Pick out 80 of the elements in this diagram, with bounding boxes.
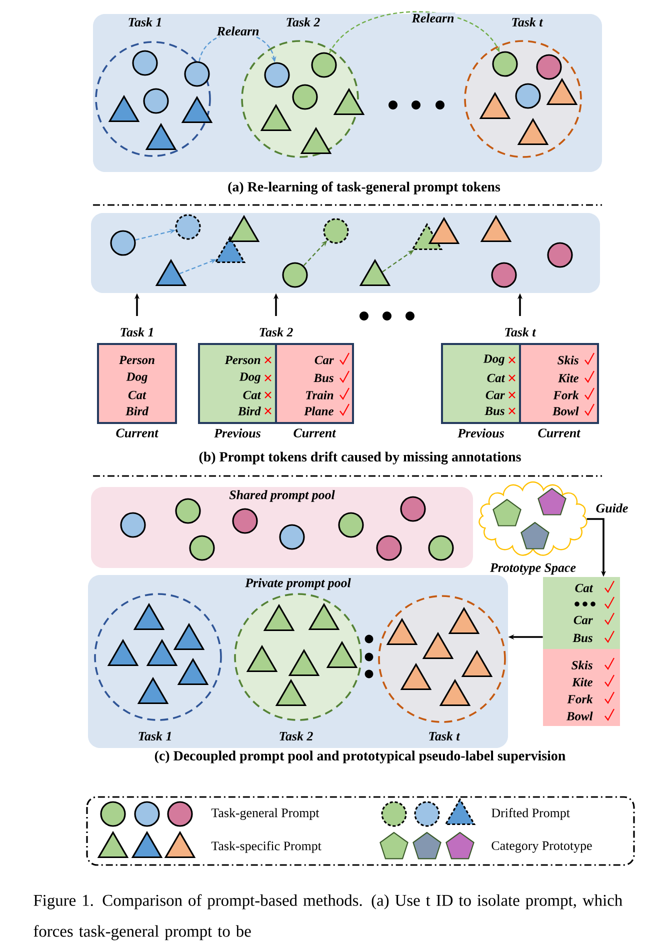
prompt-circle xyxy=(515,83,541,109)
category-label: Fork xyxy=(553,390,579,400)
category-label: Cat xyxy=(128,390,146,400)
prototype-pentagon xyxy=(492,498,522,526)
category-label: Person xyxy=(224,356,260,364)
category-label: Car xyxy=(314,356,334,364)
prompt-circle xyxy=(400,496,426,522)
prompt-circle xyxy=(292,84,318,110)
prototype-pentagon xyxy=(520,522,550,550)
task-label: Task t xyxy=(429,731,460,741)
panel-caption: (b) Prompt tokens drift caused by missing annotations xyxy=(199,452,521,464)
column-label: Previous xyxy=(458,428,504,438)
dashed-arrow xyxy=(328,11,500,54)
edge-label: Relearn xyxy=(410,12,456,24)
task-label: Task 2 xyxy=(286,17,320,27)
prompt-circle xyxy=(492,51,518,77)
category-label: Cat xyxy=(243,390,262,400)
category-label: Cat xyxy=(487,374,506,382)
legend-text: Drifted Prompt xyxy=(492,808,570,820)
category-label: Skis xyxy=(558,356,578,364)
task-label: Task 1 xyxy=(120,327,153,337)
pool-heading: Private prompt pool xyxy=(245,578,351,590)
prototype-pentagon xyxy=(538,488,566,516)
task-label: Task 1 xyxy=(138,731,171,741)
category-label: Kite xyxy=(572,678,593,686)
category-label: Dog xyxy=(483,354,504,366)
prompt-circle xyxy=(311,52,337,78)
prompt-circle xyxy=(189,535,215,561)
prompt-circle xyxy=(120,512,146,538)
task-label: Task 1 xyxy=(128,17,161,27)
category-label: Bus xyxy=(314,374,334,382)
category-label: Kite xyxy=(558,374,579,382)
panel-caption: (c) Decoupled prompt pool and prototypical pseudo-label supervision xyxy=(154,750,566,764)
legend-text: Category Prototype xyxy=(492,841,592,853)
prompt-circle xyxy=(376,535,402,561)
category-label: Dog xyxy=(239,372,260,384)
edge-label: Guide xyxy=(594,502,630,514)
category-label: Car xyxy=(486,390,505,400)
prompt-circle xyxy=(143,88,169,114)
category-label: Bird xyxy=(238,406,261,416)
category-label: Person xyxy=(119,356,154,364)
figure-caption: Figure 1. Comparison of prompt-based methods. (a) Use t ID to isolate prompt, which forces task-general prompt to be xyxy=(34,894,622,940)
drifted-circle xyxy=(323,218,349,244)
panel-caption: (a) Re-learning of task-general prompt tokens xyxy=(228,182,500,194)
prompt-circle xyxy=(338,512,364,538)
category-label: Bus xyxy=(484,406,504,416)
prompt-circle xyxy=(175,498,201,524)
prompt-circle xyxy=(184,61,210,87)
category-label: Skis xyxy=(572,660,592,670)
category-label: Car xyxy=(574,616,593,624)
legend-text: Task-specific Prompt xyxy=(211,841,322,853)
category-label: Dog xyxy=(126,372,148,384)
column-label: Previous xyxy=(214,428,260,438)
column-label: Current xyxy=(294,428,336,438)
task-label: Task 2 xyxy=(260,327,293,337)
prompt-circle xyxy=(491,262,517,288)
category-label: Fork xyxy=(567,694,593,704)
category-label: Bowl xyxy=(552,406,579,416)
column-label: Current xyxy=(538,428,581,438)
category-label: Plane xyxy=(304,406,334,416)
prompt-circle xyxy=(264,62,290,88)
drifted-circle xyxy=(175,214,201,240)
prompt-circle xyxy=(110,230,136,256)
prompt-circle xyxy=(547,242,573,268)
prompt-circle xyxy=(132,50,158,76)
category-label: Bus xyxy=(572,634,592,642)
task-label: Task t xyxy=(512,17,544,27)
legend-text: Task-general Prompt xyxy=(211,808,320,820)
prompt-circle xyxy=(428,535,454,561)
cloud-label: Prototype Space xyxy=(490,563,576,575)
pool-heading: Shared prompt pool xyxy=(229,490,335,502)
task-label: Task t xyxy=(505,327,536,337)
category-label: Bowl xyxy=(566,712,593,720)
column-label: Current xyxy=(116,428,159,438)
category-label: Bird xyxy=(125,406,149,416)
prompt-circle xyxy=(232,508,258,534)
prompt-circle xyxy=(536,54,562,80)
category-label: Train xyxy=(306,390,334,400)
category-label: Cat xyxy=(575,584,594,592)
task-label: Task 2 xyxy=(280,731,313,741)
